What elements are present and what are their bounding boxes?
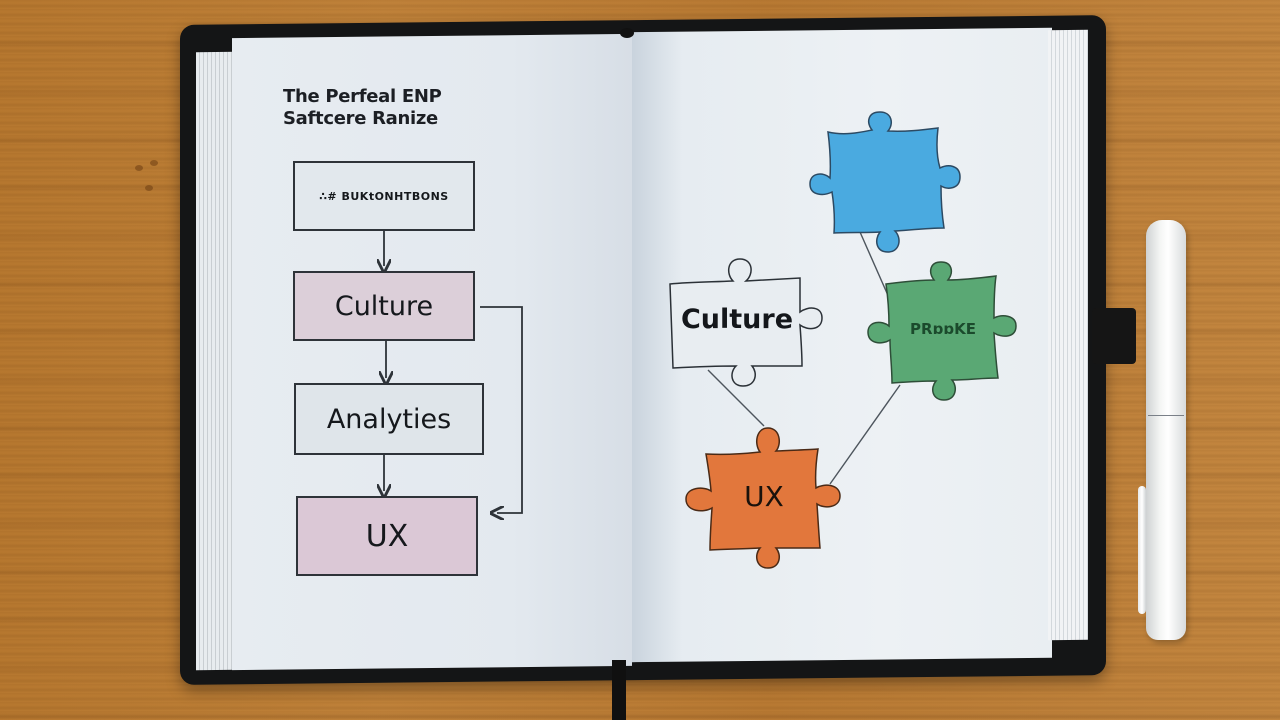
analytics-box-label: Analyties — [326, 403, 452, 435]
culture-piece-label: Culture — [680, 304, 794, 335]
wood-knot — [145, 185, 153, 191]
ux-box-label: UX — [365, 518, 409, 554]
title-line-1: The Perfeal ENP — [283, 86, 442, 107]
wood-knot — [150, 160, 158, 166]
flowchart-header-box: ∴# BUKtONHTBONS — [293, 161, 475, 231]
white-pen — [1146, 220, 1186, 640]
bookmark-ribbon — [612, 660, 626, 720]
flowchart-analytics-box: Analyties — [294, 383, 484, 455]
title-line-2: Saftcere Ranize — [283, 108, 438, 129]
header-box-label: ∴# BUKtONHTBONS — [319, 189, 449, 203]
wood-knot — [135, 165, 143, 171]
spine-bead — [620, 28, 634, 38]
culture-box-label: Culture — [334, 290, 434, 322]
ux-piece-label: UX — [744, 480, 784, 513]
green-piece-label: PRɒɒKE — [910, 320, 976, 338]
pen-cap-seam — [1148, 415, 1184, 416]
page-stack-left — [196, 51, 236, 671]
pen-loop — [1092, 308, 1136, 364]
flowchart-culture-box: Culture — [293, 271, 475, 341]
page-title: The Perfeal ENP Saftcere Ranize — [283, 86, 543, 130]
right-page — [632, 27, 1052, 663]
flowchart-ux-box: UX — [296, 496, 478, 576]
pen-clip — [1138, 486, 1146, 614]
page-stack-right — [1048, 29, 1088, 641]
